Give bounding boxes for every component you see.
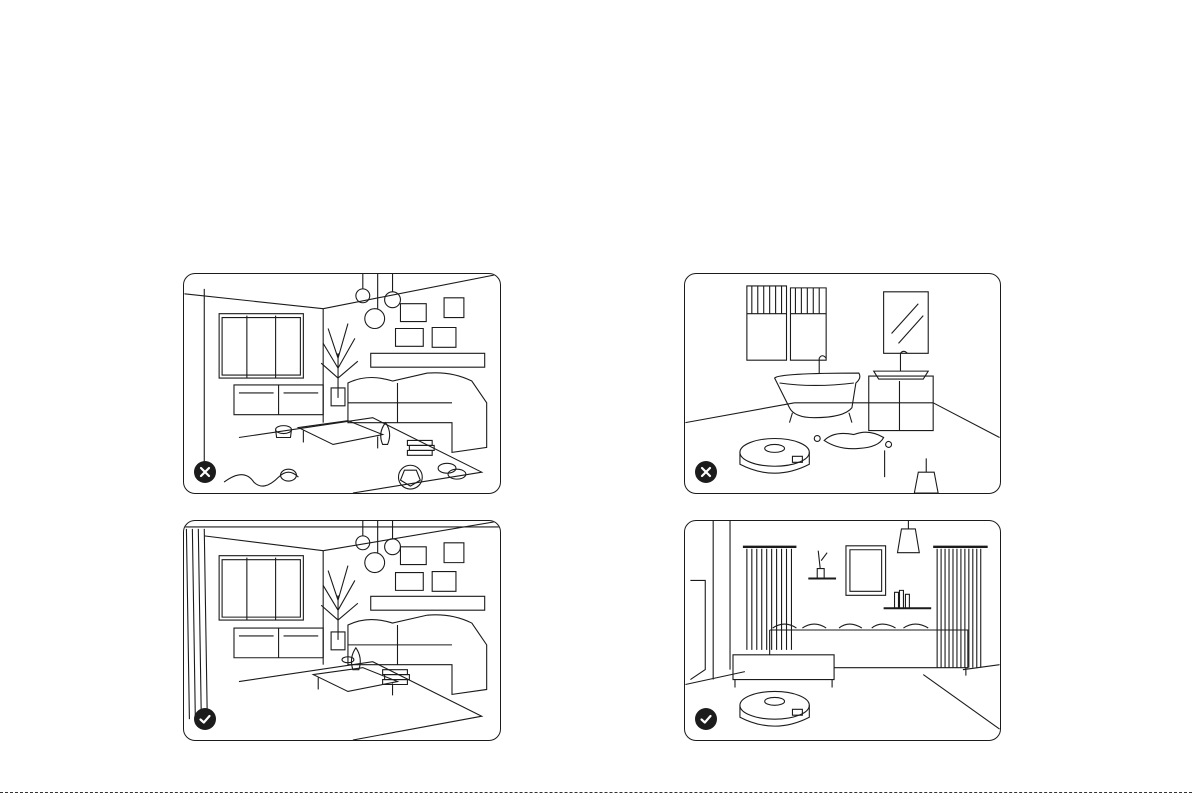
living-room-tidy-illustration: [184, 521, 500, 740]
page-bottom-rule: [0, 792, 1192, 793]
cross-icon: [194, 461, 216, 483]
lounge-robot-illustration: [685, 521, 1000, 740]
cross-icon: [695, 461, 717, 483]
check-icon: [194, 708, 216, 730]
panel-living-room-tidy: [183, 520, 501, 741]
check-icon: [695, 708, 717, 730]
panel-lounge-robot: [684, 520, 1001, 741]
panel-living-room-cluttered: [183, 273, 501, 494]
living-room-cluttered-illustration: [184, 274, 500, 493]
panel-bathroom-robot: [684, 273, 1001, 494]
bathroom-robot-illustration: [685, 274, 1000, 493]
